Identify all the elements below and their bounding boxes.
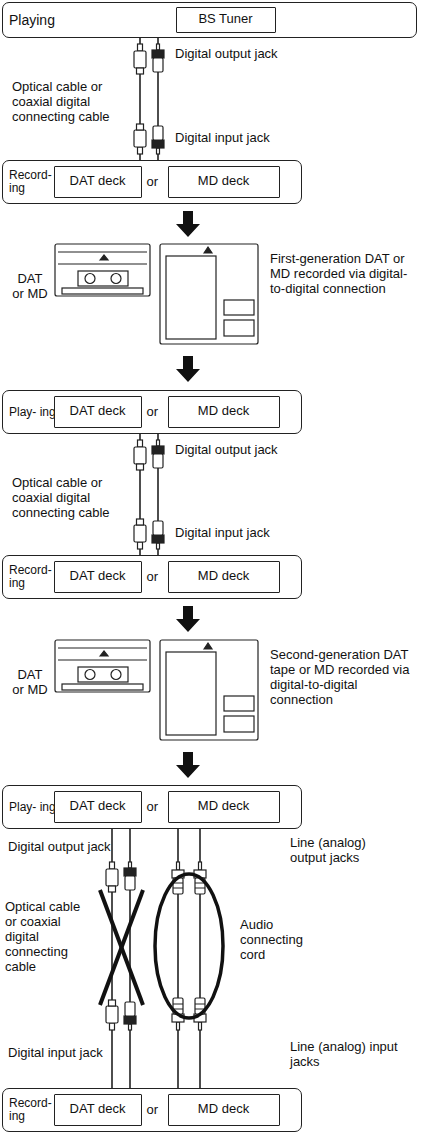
- stage-name: Record- ing: [9, 1097, 57, 1122]
- stage-box: Play- ing or DAT deck MD deck: [2, 390, 302, 434]
- jack-label: Digital input jack: [8, 1046, 103, 1061]
- device-name: DAT deck: [70, 569, 126, 584]
- or-word: or: [147, 175, 159, 190]
- device-name: MD deck: [198, 404, 249, 419]
- cable-label: Optical cable or coaxial digital connect…: [12, 80, 130, 125]
- device-name: DAT deck: [70, 174, 126, 189]
- device-name: MD deck: [198, 1102, 249, 1117]
- or-word: or: [147, 1103, 159, 1118]
- device-box: DAT deck: [54, 166, 142, 198]
- device-box: MD deck: [168, 561, 280, 593]
- media-caption: First-generation DAT or MD recorded via …: [270, 252, 410, 297]
- stage-name: Play- ing: [9, 406, 57, 419]
- media-caption: Second-generation DAT tape or MD recorde…: [270, 648, 410, 708]
- media-label: DAT or MD: [12, 272, 48, 302]
- device-box: DAT deck: [54, 561, 142, 593]
- jack-label: Digital output jack: [8, 840, 111, 855]
- cable-label: Optical cable or coaxial digital connect…: [5, 900, 93, 975]
- stage-box: Record- ing or DAT deck MD deck: [2, 160, 302, 204]
- device-name: BS Tuner: [198, 12, 252, 27]
- device-box: MD deck: [168, 1094, 280, 1126]
- stage-box: Record- ing or DAT deck MD deck: [2, 1088, 302, 1132]
- or-word: or: [147, 405, 159, 420]
- jack-label: Line (analog) output jacks: [290, 836, 400, 866]
- jack-label: Digital output jack: [175, 47, 278, 62]
- stage-box: Playing BS Tuner: [2, 2, 417, 38]
- stage-name: Record- ing: [9, 169, 57, 194]
- cable-label: Audio connecting cord: [240, 918, 320, 963]
- stage-box: Play- ing or DAT deck MD deck: [2, 785, 302, 829]
- cable-label: Optical cable or coaxial digital connect…: [12, 476, 130, 521]
- cable: [178, 829, 200, 1088]
- device-box: DAT deck: [54, 1094, 142, 1126]
- device-box: MD deck: [168, 396, 280, 428]
- device-name: DAT deck: [70, 404, 126, 419]
- stage-name: Playing: [9, 12, 55, 28]
- stage-box: Record- ing or DAT deck MD deck: [2, 555, 302, 599]
- device-box: DAT deck: [54, 791, 142, 823]
- or-word: or: [147, 800, 159, 815]
- jack-label: Digital output jack: [175, 443, 278, 458]
- device-box: BS Tuner: [176, 7, 276, 33]
- device-name: DAT deck: [70, 1102, 126, 1117]
- device-name: MD deck: [198, 174, 249, 189]
- device-box: DAT deck: [54, 396, 142, 428]
- device-box: MD deck: [168, 166, 280, 198]
- jack-label: Digital input jack: [175, 131, 270, 146]
- stage-name: Record- ing: [9, 564, 57, 589]
- media-label: DAT or MD: [12, 668, 48, 698]
- device-name: MD deck: [198, 799, 249, 814]
- jack-label: Line (analog) input jacks: [290, 1040, 400, 1070]
- or-word: or: [147, 570, 159, 585]
- device-name: DAT deck: [70, 799, 126, 814]
- jack-label: Digital input jack: [175, 526, 270, 541]
- device-box: MD deck: [168, 791, 280, 823]
- device-name: MD deck: [198, 569, 249, 584]
- stage-name: Play- ing: [9, 801, 57, 814]
